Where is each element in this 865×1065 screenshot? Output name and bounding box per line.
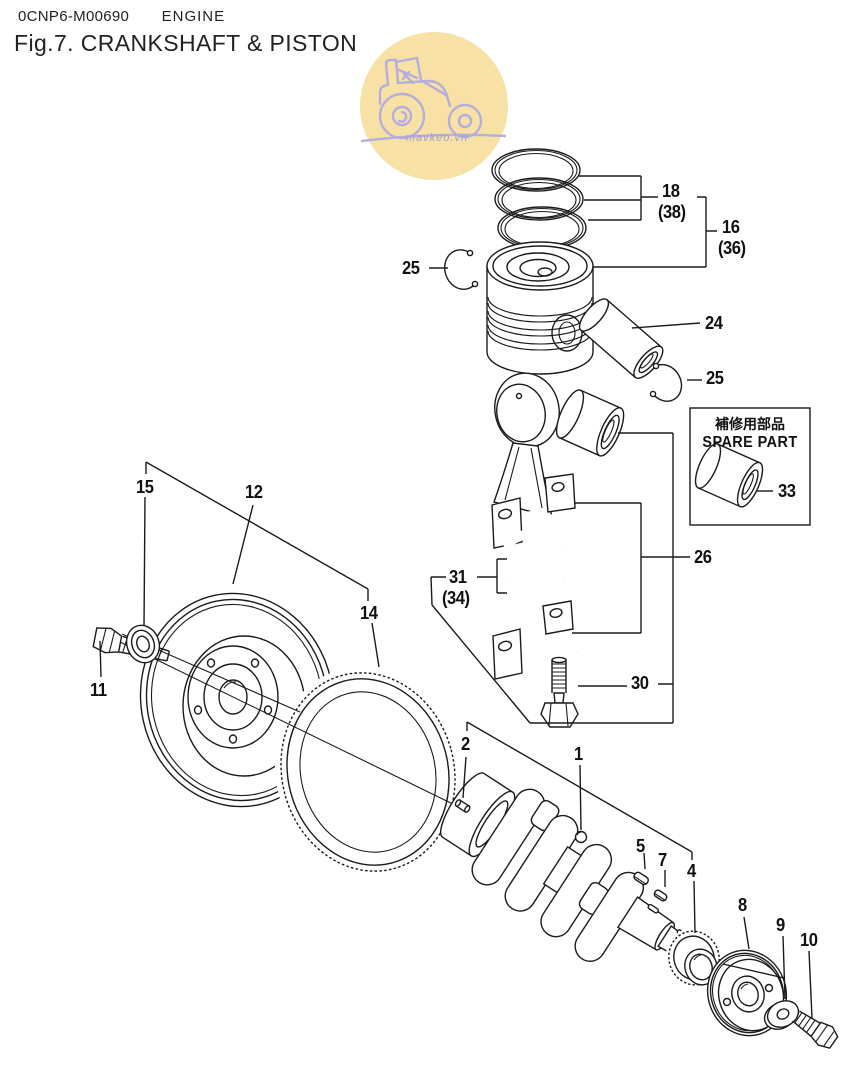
connecting-rod (491, 372, 576, 549)
spare-part-label-en: SPARE PART (702, 434, 798, 451)
rod-bushing (555, 389, 625, 457)
callout-4: 4 (687, 861, 696, 881)
watermark-text: mavkeo.vn (405, 132, 469, 144)
section-title: ENGINE (161, 8, 226, 25)
callout-25-left: 25 (402, 258, 420, 278)
callout-34: (34) (442, 588, 470, 608)
washer (763, 1000, 800, 1030)
callout-26: 26 (694, 547, 712, 567)
snap-ring-left (444, 249, 479, 291)
callout-10: 10 (800, 930, 818, 950)
callout-16: 16 (722, 217, 740, 237)
piston (486, 241, 594, 375)
callout-18: 18 (662, 181, 680, 201)
callout-12: 12 (245, 482, 263, 502)
ring-gear (274, 666, 462, 878)
callout-9: 9 (776, 915, 785, 935)
spare-part-label-jp: 補修用部品 (715, 416, 785, 432)
callout-5: 5 (636, 836, 645, 856)
bearing-shells (500, 529, 570, 585)
dowel-pin (454, 799, 471, 813)
tractor-watermark (360, 32, 508, 180)
leader-lines (99, 175, 813, 1019)
callout-7: 7 (658, 850, 667, 870)
callout-15: 15 (136, 477, 154, 497)
doc-code: 0CNP6-M00690 (18, 8, 130, 25)
snap-ring-right (649, 362, 683, 402)
callout-1: 1 (574, 744, 583, 764)
key-5 (633, 871, 649, 886)
callout-30: 30 (631, 673, 649, 693)
rod-bolt (540, 656, 579, 728)
callout-25-right: 25 (706, 368, 724, 388)
figure-title: Fig.7. CRANKSHAFT & PISTON (14, 30, 358, 56)
piston-pin (578, 298, 664, 379)
callout-8: 8 (738, 895, 747, 915)
spare-part-box (689, 407, 811, 526)
rod-cap (492, 600, 582, 680)
callout-2: 2 (461, 734, 470, 754)
callout-14: 14 (360, 603, 378, 623)
pilot-bearing (125, 624, 161, 664)
callout-31: 31 (449, 567, 467, 587)
callout-11: 11 (90, 680, 107, 700)
callout-33: 33 (778, 481, 796, 501)
callout-36: (36) (718, 238, 746, 258)
callout-38: (38) (658, 202, 686, 222)
steel-ball (574, 830, 588, 844)
page-header: 0CNP6-M00690 ENGINE (18, 8, 225, 25)
callout-24: 24 (705, 313, 723, 333)
crank-gear (665, 928, 723, 988)
piston-rings (491, 148, 587, 250)
key-7 (653, 889, 668, 902)
pulley-bolt (792, 1010, 839, 1049)
